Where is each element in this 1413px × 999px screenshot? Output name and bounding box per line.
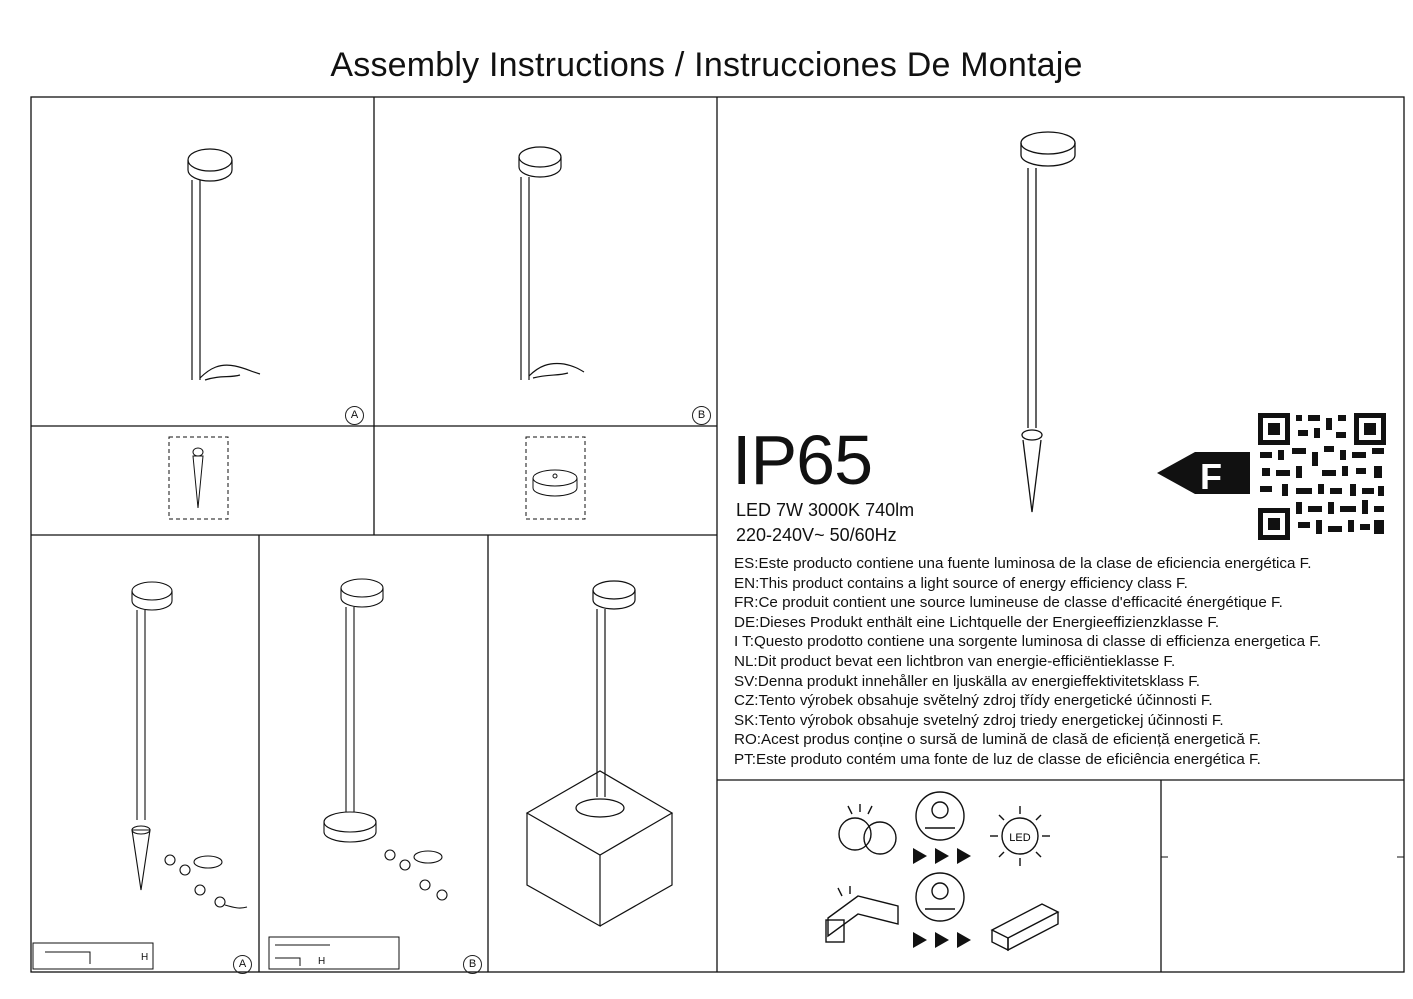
energy-statement-es: ES:Este producto contiene una fuente lum… bbox=[734, 555, 1312, 572]
base-plate-detail bbox=[525, 436, 586, 520]
arrows-icon bbox=[913, 848, 971, 864]
energy-statement-it: I T:Questo prodotto contiene una sorgent… bbox=[734, 633, 1322, 651]
lamp-diagram-a bbox=[187, 148, 261, 381]
panel-a-label: A bbox=[345, 406, 364, 425]
arrows-icon-2 bbox=[913, 932, 971, 948]
tool-box-b bbox=[268, 936, 400, 970]
energy-statement-sv: SV:Denna produkt innehåller en ljuskälla… bbox=[734, 672, 1201, 690]
energy-class-letter: F bbox=[1200, 456, 1222, 497]
panel-a-bottom-label: A bbox=[233, 955, 252, 974]
energy-class-arrow bbox=[1157, 452, 1250, 494]
energy-statement-pt: PT:Este produto contém uma fonte de luz … bbox=[734, 750, 1261, 768]
install-diagram-spike bbox=[131, 581, 248, 909]
professional-installer-icon bbox=[915, 791, 965, 841]
spec-line-1: LED 7W 3000K 740lm bbox=[736, 500, 915, 520]
concrete-block-diagram bbox=[525, 580, 674, 928]
safety-icons bbox=[825, 791, 1060, 952]
energy-statement-en: EN:This product contains a light source … bbox=[734, 574, 1188, 592]
panel-b-label: B bbox=[692, 406, 711, 425]
power-supply-icon bbox=[990, 903, 1060, 952]
spec-line-2: 220-240V~ 50/60Hz bbox=[736, 525, 897, 545]
tool-box-b-text: H bbox=[318, 956, 326, 967]
led-icon-label: LED bbox=[1009, 832, 1030, 844]
lamp-diagram-b bbox=[518, 146, 585, 380]
energy-statement-nl: NL:Dit product bevat een lichtbron van e… bbox=[734, 652, 1176, 670]
led-bulb-icon bbox=[990, 806, 1050, 866]
energy-statement-de: DE:Dieses Produkt enthält eine Lichtquel… bbox=[734, 613, 1220, 631]
energy-statement-sk: SK:Tento výrobok obsahuje svetelný zdroj… bbox=[734, 711, 1224, 729]
page-title: Assembly Instructions / Instrucciones De… bbox=[330, 46, 1083, 84]
install-diagram-base bbox=[323, 578, 448, 901]
qr-code bbox=[1258, 413, 1386, 540]
ip-rating: IP65 bbox=[732, 421, 873, 499]
tool-box-a-text: H bbox=[141, 952, 149, 963]
ground-spike-detail bbox=[168, 436, 229, 520]
product-lamp-illustration bbox=[1020, 131, 1076, 513]
tool-box-a bbox=[32, 942, 154, 970]
energy-statements: ES:Este producto contiene una fuente lum… bbox=[734, 554, 1321, 770]
professional-installer-icon-2 bbox=[915, 872, 965, 922]
energy-statement-ro: RO:Acest produs conține o sursă de lumin… bbox=[734, 731, 1261, 749]
driver-replacement-icon bbox=[825, 886, 899, 943]
energy-statement-cz: CZ:Tento výrobek obsahuje světelný zdroj… bbox=[734, 692, 1213, 710]
no-led-replacement-icon bbox=[838, 804, 897, 855]
panel-b-bottom-label: B bbox=[463, 955, 482, 974]
energy-statement-fr: FR:Ce produit contient une source lumine… bbox=[734, 594, 1283, 612]
